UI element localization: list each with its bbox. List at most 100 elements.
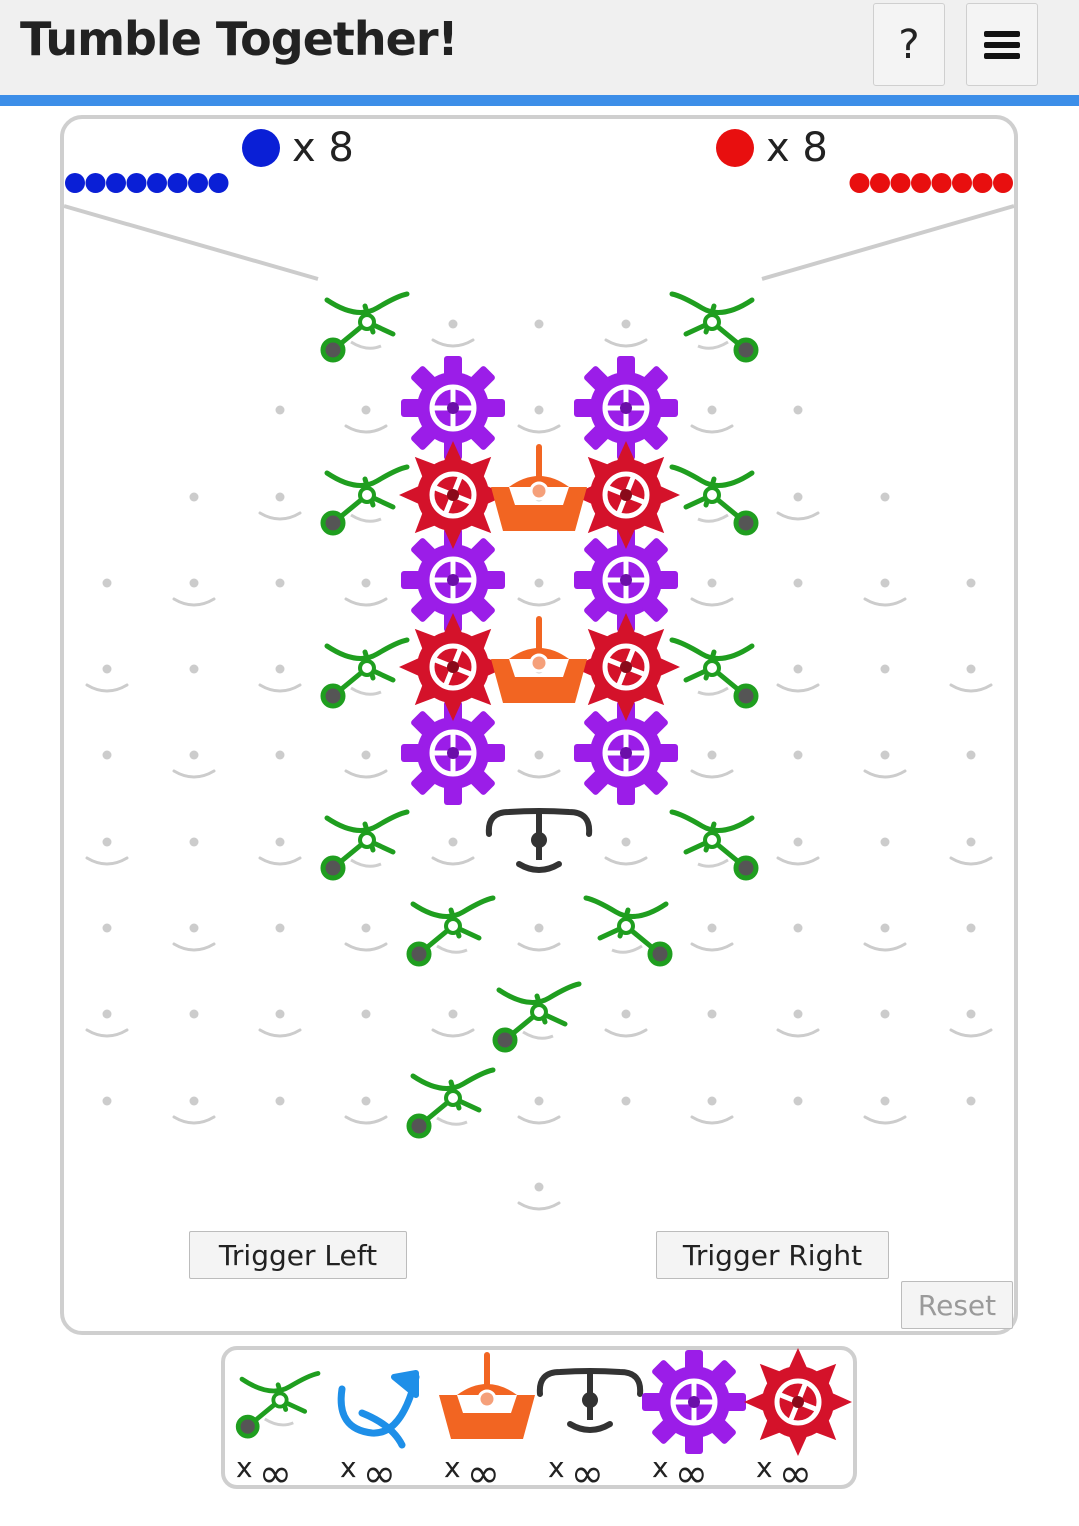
slot-peg <box>344 749 388 779</box>
slot-peg <box>172 1095 216 1125</box>
peg <box>275 405 285 415</box>
ramp-part[interactable] <box>586 898 670 964</box>
peg <box>102 1096 112 1106</box>
peg <box>361 1009 371 1019</box>
ramp-part[interactable] <box>323 467 407 533</box>
blue-ball <box>147 173 167 193</box>
slot-peg <box>258 491 302 521</box>
slot-peg <box>949 836 993 866</box>
slot-peg <box>690 577 734 607</box>
ramp-part[interactable] <box>672 294 756 360</box>
peg <box>793 405 803 415</box>
slot-peg <box>776 836 820 866</box>
slot-peg <box>344 404 388 434</box>
slot-peg <box>344 1095 388 1125</box>
reset-button[interactable]: Reset <box>901 1281 1013 1329</box>
red-ball <box>993 173 1013 193</box>
peg <box>534 319 544 329</box>
peg <box>275 1096 285 1106</box>
slot-peg <box>604 1008 648 1038</box>
red-ball <box>972 173 993 193</box>
slot-peg <box>863 922 907 952</box>
peg <box>793 750 803 760</box>
slot-peg <box>863 577 907 607</box>
blue-ball <box>65 173 85 193</box>
ball-queues <box>65 173 1013 193</box>
slot-peg <box>172 577 216 607</box>
slot-peg <box>776 663 820 693</box>
gear-bit-part[interactable] <box>572 441 680 549</box>
peg <box>189 492 199 502</box>
slot-peg <box>949 1008 993 1038</box>
interceptor-part[interactable] <box>491 619 587 703</box>
slot-peg <box>517 922 561 952</box>
peg <box>966 923 976 933</box>
trigger-left-button[interactable]: Trigger Left <box>189 1231 407 1279</box>
slot-peg <box>949 663 993 693</box>
slot-peg <box>517 1181 561 1211</box>
crossover-count: x∞ <box>340 1448 396 1494</box>
slot-peg <box>690 922 734 952</box>
blue-ball-count: x 8 <box>292 125 354 171</box>
slot-peg <box>258 1008 302 1038</box>
slot-peg <box>172 922 216 952</box>
slot-peg <box>85 836 129 866</box>
ramp-part[interactable] <box>409 1070 493 1136</box>
red-ball <box>870 173 890 193</box>
slot-peg <box>344 922 388 952</box>
red-ball <box>911 173 931 193</box>
red-ball <box>931 173 952 193</box>
peg <box>880 837 890 847</box>
slot-peg <box>517 577 561 607</box>
game-board <box>60 115 1018 1335</box>
peg <box>102 923 112 933</box>
ramp-part[interactable] <box>672 812 756 878</box>
ramp-part[interactable] <box>323 640 407 706</box>
red-ball <box>849 173 870 193</box>
ramp-part[interactable] <box>409 898 493 964</box>
hamburger-menu-icon <box>984 30 1020 59</box>
slot-peg <box>517 749 561 779</box>
gear-bit-part[interactable] <box>399 613 507 721</box>
peg <box>621 1096 631 1106</box>
ramp-part[interactable] <box>672 467 756 533</box>
slot-peg <box>690 404 734 434</box>
slot-peg <box>431 1008 475 1038</box>
blue-ball <box>167 173 188 193</box>
gear-bit-part[interactable] <box>572 613 680 721</box>
ramp-part[interactable] <box>323 812 407 878</box>
slot-peg <box>258 663 302 693</box>
slot-peg <box>344 577 388 607</box>
help-button[interactable]: ? <box>873 3 945 86</box>
slot-peg <box>604 318 648 348</box>
slot-peg <box>431 836 475 866</box>
red-ball-count: x 8 <box>766 125 828 171</box>
peg <box>102 750 112 760</box>
ramp-part[interactable] <box>323 294 407 360</box>
ramp-count: x∞ <box>236 1448 292 1494</box>
red-ball <box>890 173 911 193</box>
infinity-count: ∞ <box>362 1451 396 1497</box>
slot-peg <box>776 491 820 521</box>
gear-bit-part[interactable] <box>399 441 507 549</box>
trigger-right-button[interactable]: Trigger Right <box>656 1231 889 1279</box>
blue-ball <box>106 173 126 193</box>
slot-peg <box>431 318 475 348</box>
menu-button[interactable] <box>966 3 1038 86</box>
slot-peg <box>690 1095 734 1125</box>
placed-parts[interactable] <box>323 294 756 1136</box>
blue-ball <box>85 173 106 193</box>
gear-bit-count: x∞ <box>756 1448 812 1494</box>
interceptor-part[interactable] <box>491 447 587 531</box>
peg <box>793 578 803 588</box>
blue-ball <box>126 173 147 193</box>
bit-part[interactable] <box>489 811 589 870</box>
times-symbol: x <box>236 1451 253 1484</box>
slot-peg <box>517 404 561 434</box>
ramp-part[interactable] <box>672 640 756 706</box>
peg <box>189 664 199 674</box>
left-funnel <box>63 204 319 281</box>
times-symbol: x <box>652 1451 669 1484</box>
ramp-part[interactable] <box>495 984 579 1050</box>
